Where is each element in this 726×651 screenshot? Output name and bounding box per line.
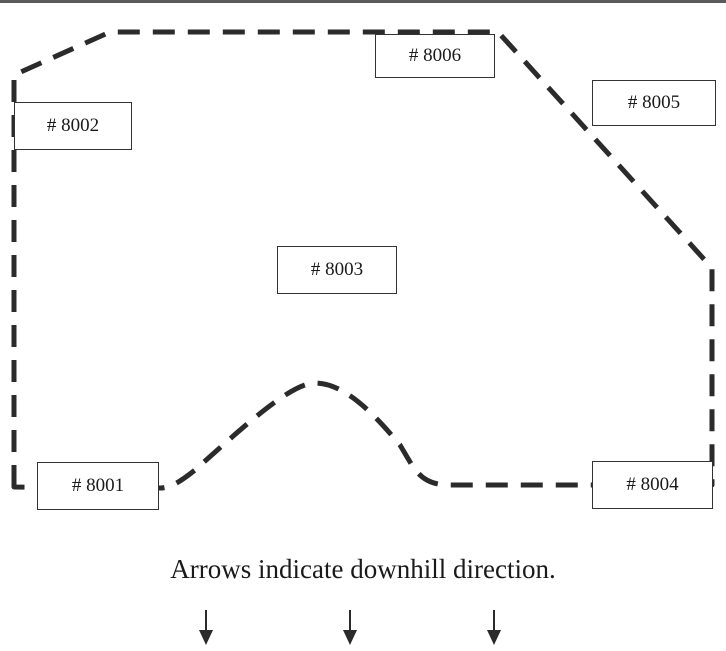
downhill-arrow-center	[343, 610, 357, 645]
downhill-arrow-right	[487, 610, 501, 645]
parcel-label-8006: # 8006	[375, 34, 495, 78]
parcel-label-8001: # 8001	[37, 462, 159, 510]
parcel-label-8005: # 8005	[592, 80, 716, 126]
parcel-label-8003: # 8003	[277, 246, 397, 294]
site-boundary-dashed-outline	[11, 29, 715, 491]
parcel-label-8002: # 8002	[14, 102, 132, 150]
legend-caption: Arrows indicate downhill direction.	[170, 554, 556, 584]
downhill-arrow-left	[199, 610, 213, 645]
parcel-label-8004: # 8004	[592, 461, 713, 509]
top-border-rule	[0, 0, 726, 3]
